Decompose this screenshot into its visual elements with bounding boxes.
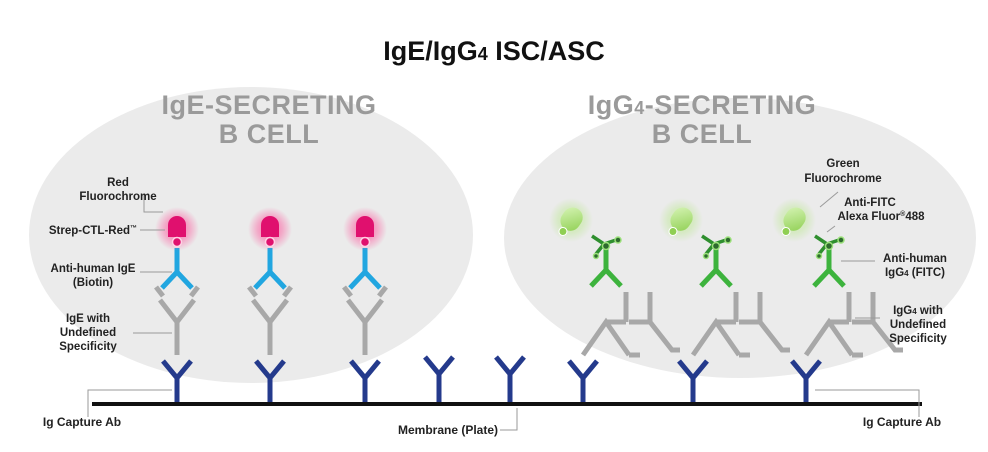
- anti-ige-2: [253, 248, 287, 290]
- anti-igg4-1: [589, 248, 623, 288]
- red-fluor-1: [155, 207, 199, 251]
- igg4-ab-1: [580, 292, 640, 358]
- label-anti-igg4-2b: (FITC): [909, 267, 946, 279]
- title-main: IgE/IgG: [383, 36, 478, 66]
- fitc-dots: [592, 236, 845, 260]
- red-fluor-3: [343, 207, 387, 251]
- label-igg4-undef-1sub: 4: [912, 307, 917, 316]
- ige-ab-3: [342, 285, 388, 355]
- green-fluor-3: [772, 198, 816, 242]
- label-anti-ige-2: (Biotin): [73, 277, 113, 289]
- label-anti-igg4-1: Anti-human: [883, 253, 947, 265]
- capture-ab-5: [494, 355, 526, 402]
- capture-ab-3: [349, 359, 381, 402]
- label-anti-igg4-2a: IgG: [885, 267, 904, 279]
- label-red-fluor-1: Red: [107, 177, 129, 189]
- capture-ab-4: [423, 355, 455, 402]
- label-anti-igg4-2: IgG4 (FITC): [885, 267, 945, 279]
- membrane: [92, 402, 922, 406]
- label-anti-fitc-2b: 488: [905, 211, 925, 223]
- capture-ab-7: [677, 359, 709, 402]
- label-igg4-undef-1a: IgG: [893, 305, 912, 317]
- igg4-ab-3-arm: [852, 292, 903, 353]
- leader-lines: [87, 191, 920, 431]
- igg4-ab-3: [803, 292, 863, 358]
- label-green-fluor-2: Fluorochrome: [804, 173, 881, 185]
- capture-antibodies: [161, 355, 822, 402]
- title-rest: ISC/ASC: [488, 36, 605, 66]
- label-igg4-undef-1: IgG4 with: [893, 305, 943, 317]
- label-capture-right: Ig Capture Ab: [863, 415, 941, 429]
- ige-cell-title-line2: B CELL: [219, 119, 320, 149]
- igg4-ab-2-arm: [739, 292, 790, 353]
- igg4-cell-title-line1: IgG4-SECRETING: [588, 90, 817, 120]
- anti-ige-3: [348, 248, 382, 290]
- anti-ige-1: [160, 248, 194, 290]
- label-anti-igg4-2sub: 4: [904, 269, 909, 278]
- ige-antibodies: [154, 285, 388, 355]
- label-strep: Strep-CTL-Red™: [49, 225, 137, 237]
- label-strep-a: Strep-CTL-Red: [49, 225, 130, 237]
- label-anti-fitc-2sup: ®: [900, 210, 906, 218]
- capture-ab-2: [254, 359, 286, 402]
- anti-igg4-3: [812, 248, 846, 288]
- label-ige-undef-1: IgE with: [66, 313, 110, 325]
- ige-ab-1: [154, 285, 200, 355]
- label-red-fluor-2: Fluorochrome: [79, 191, 156, 203]
- green-fluor-2: [659, 198, 703, 242]
- label-capture-left: Ig Capture Ab: [43, 415, 121, 429]
- diagram-title: IgE/IgG4 ISC/ASC: [383, 36, 605, 66]
- igg4-title-sub: 4: [634, 98, 645, 118]
- green-fluorochromes: [549, 198, 816, 242]
- anti-ige-antibodies: [160, 248, 382, 290]
- label-membrane: Membrane (Plate): [398, 423, 498, 437]
- green-fluor-1: [549, 198, 593, 242]
- igg4-antibodies: [580, 292, 903, 358]
- igg4-ab-2: [690, 292, 750, 358]
- ige-ab-2: [247, 285, 293, 355]
- anti-fitc-antibodies: [591, 234, 840, 256]
- red-fluorochromes: [155, 207, 387, 251]
- anti-igg4-antibodies: [589, 248, 846, 288]
- label-green-fluor-1: Green: [826, 158, 859, 170]
- capture-ab-1: [161, 359, 193, 402]
- label-anti-fitc-2a: Alexa Fluor: [838, 211, 901, 223]
- label-igg4-undef-1b: with: [917, 305, 943, 317]
- label-ige-undef-3: Specificity: [59, 341, 117, 353]
- igg4-title-a: IgG: [588, 90, 635, 120]
- label-anti-fitc-2: Alexa Fluor®488: [838, 210, 926, 223]
- label-anti-ige-1: Anti-human IgE: [51, 263, 136, 275]
- igg4-title-b: -SECRETING: [645, 90, 817, 120]
- igg4-ab-1-arm: [629, 292, 680, 353]
- capture-ab-6: [567, 359, 599, 402]
- anti-igg4-2: [699, 248, 733, 288]
- red-fluor-2: [248, 207, 292, 251]
- label-igg4-undef-2: Undefined: [890, 319, 946, 331]
- label-anti-fitc-1: Anti-FITC: [844, 197, 896, 209]
- capture-ab-8: [790, 359, 822, 402]
- title-sub: 4: [478, 44, 488, 64]
- igg4-cell: [504, 98, 976, 378]
- label-strep-tm: ™: [130, 225, 137, 232]
- label-ige-undef-2: Undefined: [60, 327, 116, 339]
- ige-cell-title-line1: IgE-SECRETING: [161, 90, 376, 120]
- label-igg4-undef-3: Specificity: [889, 333, 947, 345]
- igg4-cell-title-line2: B CELL: [652, 119, 753, 149]
